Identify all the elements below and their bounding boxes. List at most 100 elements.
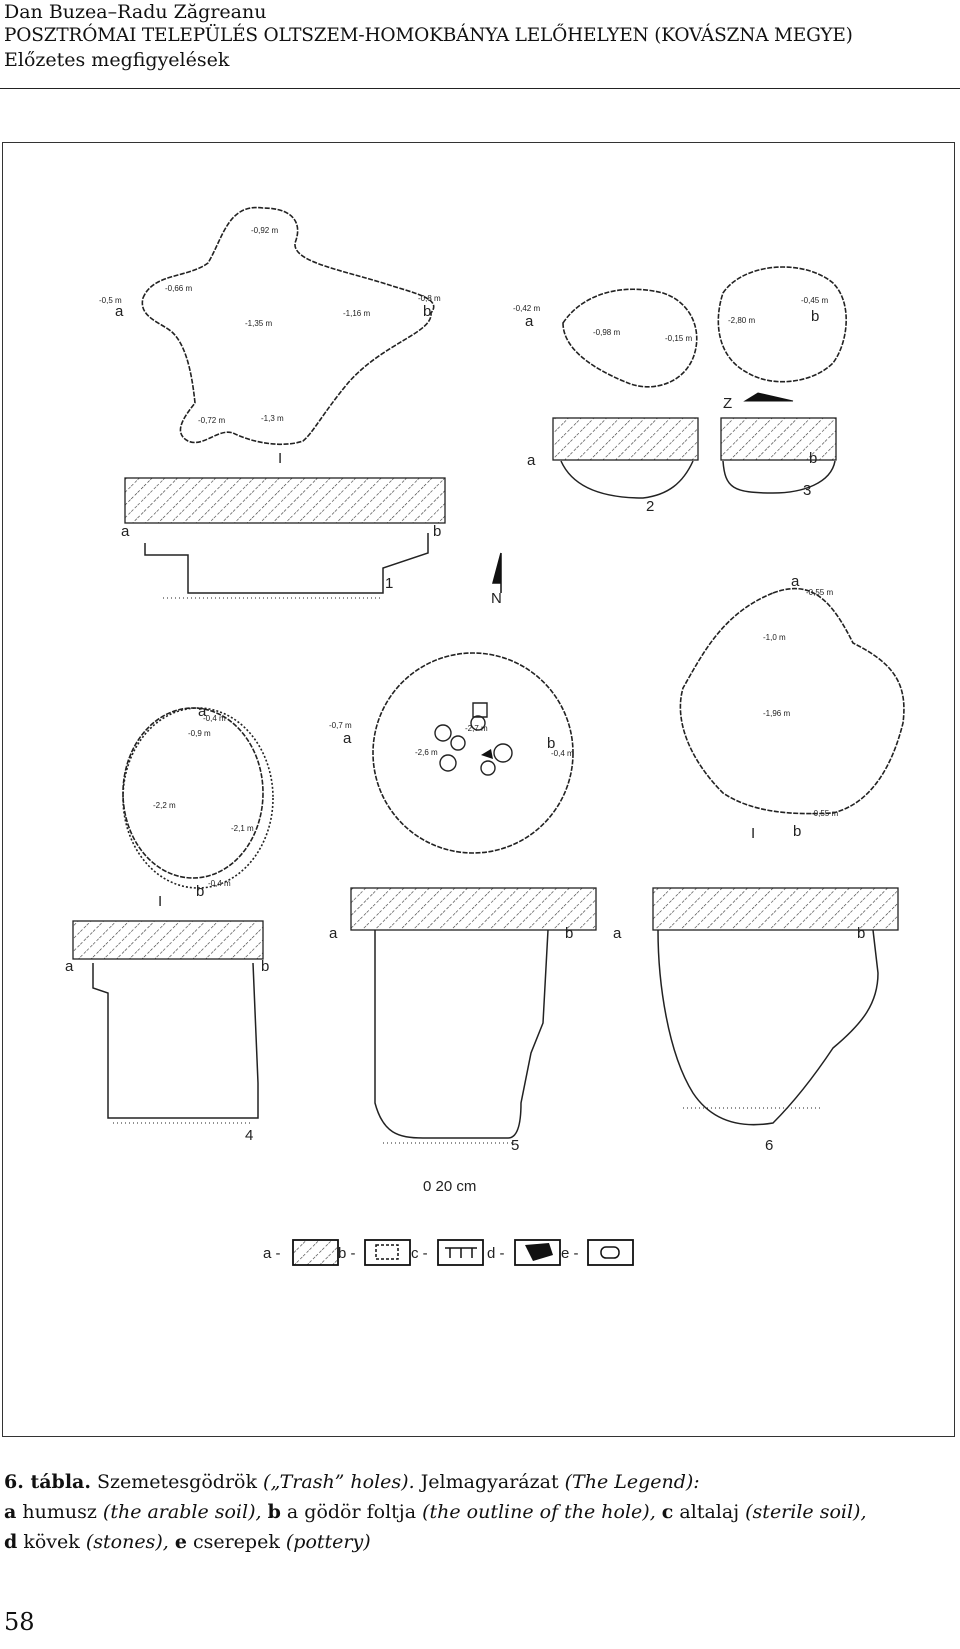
pit4-section (92, 962, 259, 1119)
pit1-b-label: b (423, 303, 431, 320)
pit5-number: 5 (511, 1137, 519, 1154)
caption-title-en: („Trash” holes). (263, 1471, 415, 1493)
depth-label: -1,3 m (261, 414, 284, 423)
legend-c-box (437, 1239, 484, 1266)
page-header: Dan Buzea–Radu Zăgreanu POSZTRÓMAI TELEP… (4, 0, 956, 72)
depth-label: -1,96 m (763, 709, 790, 718)
legend-b-label: b - (338, 1245, 356, 1262)
caption-legend-en: (The Legend): (564, 1471, 700, 1493)
pit4-humus (72, 920, 264, 960)
pit2-plan (562, 288, 698, 388)
pit3-b-label: b (811, 308, 819, 325)
pit5-sec-b-label: b (565, 925, 573, 942)
pit6-sec-b-label: b (857, 925, 865, 942)
depth-label: -0,45 m (801, 296, 828, 305)
page-number: 58 (4, 1608, 35, 1636)
pit6-sec-a-label: a (613, 925, 622, 942)
north-label: N (491, 590, 502, 607)
depth-label: -1,16 m (343, 309, 370, 318)
pit6-a-label: a (791, 573, 800, 590)
depth-label: -2,80 m (728, 316, 755, 325)
depth-label: -0,9 m (188, 729, 211, 738)
depth-label: -2,1 m (231, 824, 254, 833)
pit6-section-line: I (751, 825, 755, 842)
pit1-a-label: a (115, 303, 124, 320)
pit1-section (144, 533, 429, 594)
depth-label: -0,55 m (806, 588, 833, 597)
depth-label: -1,0 m (763, 633, 786, 642)
depth-label: -0,72 m (198, 416, 225, 425)
header-title: POSZTRÓMAI TELEPÜLÉS OLTSZEM-HOMOKBÁNYA … (4, 25, 853, 46)
depth-label: -0,7 m (329, 721, 352, 730)
pit5-a-label: a (343, 730, 352, 747)
legend-b-en: (the outline of the hole), (422, 1501, 656, 1523)
legend-a-hu: humusz (22, 1501, 97, 1523)
pit6-humus (652, 887, 899, 931)
legend-b-hu: a gödör foltja (286, 1501, 417, 1523)
depth-label: -0,5 m (99, 296, 122, 305)
header-subtitle: Előzetes megfigyelések (4, 49, 230, 71)
plate-figure: a b a b 1 I a a 2 b b 3 N Z a b I a b 4 … (2, 142, 955, 1437)
plate-drawing: a b a b 1 I a a 2 b b 3 N Z a b I a b 4 … (65, 206, 905, 1266)
pit2-sec-a-label: a (527, 452, 536, 469)
pit1-number: 1 (385, 575, 393, 592)
pit2-a-label: a (525, 313, 534, 330)
pit1-sec-b-label: b (433, 523, 441, 540)
legend-c-en: (sterile soil), (745, 1501, 867, 1523)
pit5-section (374, 929, 549, 1139)
pit2-humus (552, 417, 699, 461)
pit4-section-line: I (158, 893, 162, 910)
pit4-sec-b-label: b (261, 958, 269, 975)
legend-key-e: e (174, 1531, 187, 1553)
pit5-humus (350, 887, 597, 931)
pit3-section (722, 460, 836, 494)
depth-label: -0,66 m (165, 284, 192, 293)
pit1-section-line: I (278, 450, 282, 467)
depth-label: -2,6 m (415, 748, 438, 757)
pit5-sec-a-label: a (329, 925, 338, 942)
depth-label: -0,55 m (811, 809, 838, 818)
depth-label: -2,2 m (153, 801, 176, 810)
depth-label: -2,7 m (465, 724, 488, 733)
pit6-b-label: b (793, 823, 801, 840)
legend-e-label: e - (561, 1245, 579, 1262)
pit4-sec-a-label: a (65, 958, 74, 975)
legend-a-box (292, 1239, 339, 1266)
caption-line-1: 6. tábla. Szemetesgödrök („Trash” holes)… (4, 1467, 954, 1497)
pit5-b-label: b (547, 735, 555, 752)
pit3-number: 3 (803, 482, 811, 499)
caption-line-2: a humusz (the arable soil), b a gödör fo… (4, 1497, 954, 1527)
pit2-number: 2 (646, 498, 654, 515)
legend-key-b: b (267, 1501, 281, 1523)
legend-d-label: d - (487, 1245, 505, 1262)
pit2-section (560, 460, 694, 499)
legend-e-hu: cserepek (192, 1531, 280, 1553)
legend-b-box (364, 1239, 411, 1266)
legend-a-en: (the arable soil), (102, 1501, 262, 1523)
legend-key-c: c (661, 1501, 674, 1523)
pit3-humus (720, 417, 837, 461)
header-rule (0, 88, 960, 89)
figure-caption: 6. tábla. Szemetesgödrök („Trash” holes)… (4, 1467, 954, 1557)
north-arrow-2 (743, 392, 794, 402)
pit4-a-label: a (198, 703, 207, 720)
legend-c-label: c - (411, 1245, 428, 1262)
depth-label: -0,4 m (203, 714, 226, 723)
caption-title: Szemetesgödrök (97, 1471, 257, 1493)
depth-label: -0,8 m (418, 294, 441, 303)
north-arrow (492, 552, 502, 593)
depth-label: -1,35 m (245, 319, 272, 328)
depth-label: -0,98 m (593, 328, 620, 337)
north2-label: Z (723, 395, 732, 412)
depth-label: -0,15 m (665, 334, 692, 343)
legend-c-hu: altalaj (679, 1501, 740, 1523)
pit1-plan (141, 206, 435, 446)
legend-e-en: (pottery) (285, 1531, 371, 1553)
legend-a-label: a - (263, 1245, 281, 1262)
pit6-number: 6 (765, 1137, 773, 1154)
pit3-sec-b-label: b (809, 450, 817, 467)
caption-line-3: d kövek (stones), e cserepek (pottery) (4, 1527, 954, 1557)
header-authors: Dan Buzea–Radu Zăgreanu (4, 1, 267, 23)
legend-key-a: a (4, 1501, 17, 1523)
pit5-plan (372, 652, 574, 854)
